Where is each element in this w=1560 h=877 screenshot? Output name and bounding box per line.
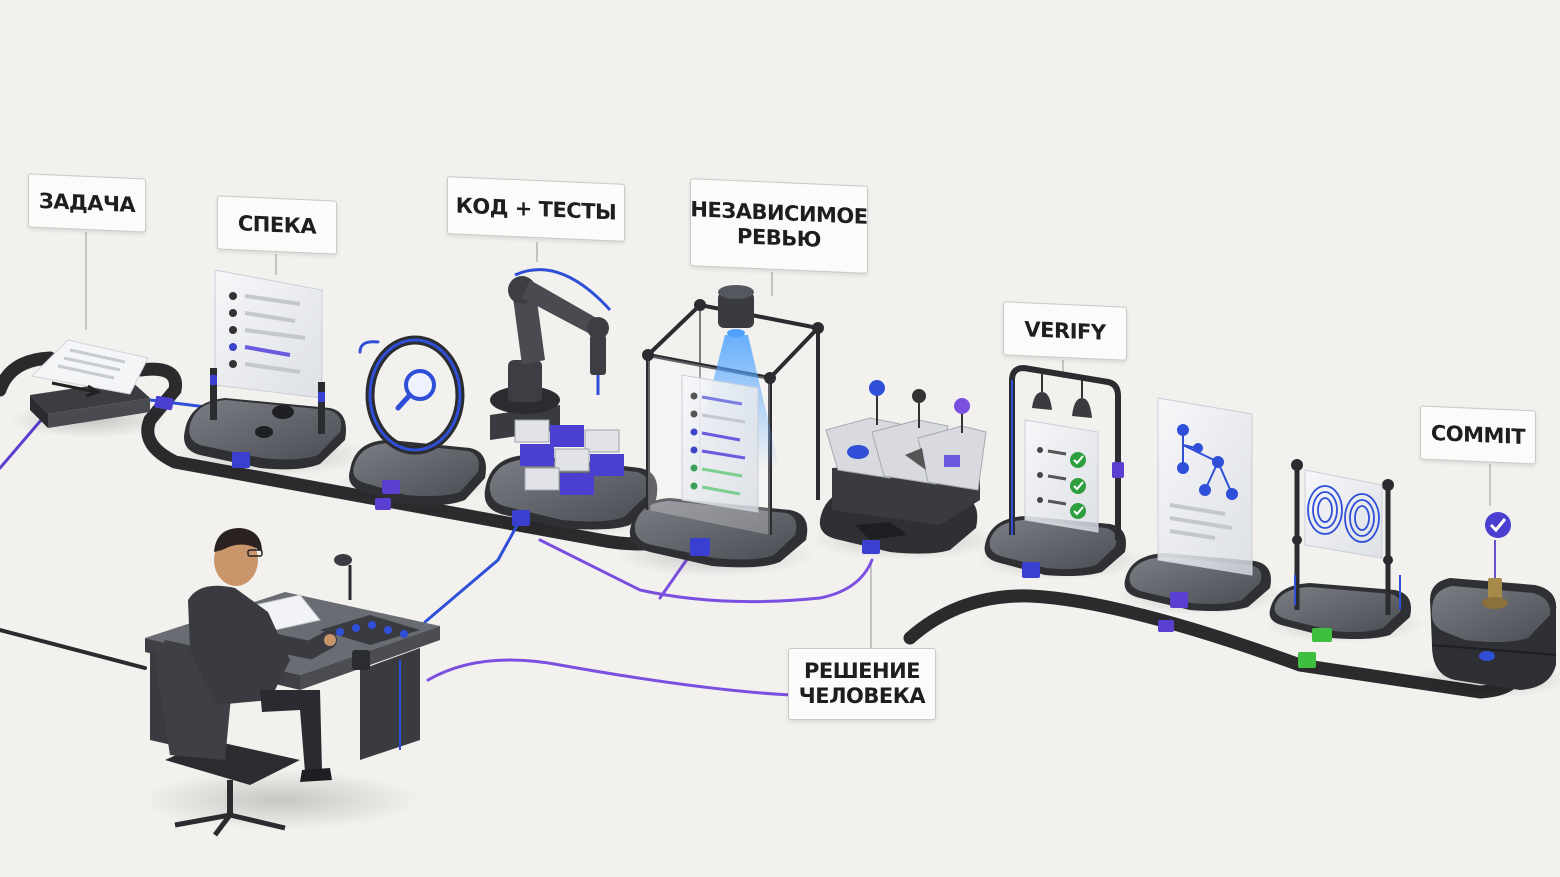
- stage-label-code-tests: КОД + ТЕСТЫ: [447, 176, 625, 242]
- camera-icon: [718, 285, 754, 337]
- stage-label-spec: СПЕКА: [217, 195, 337, 255]
- human-decision-label: РЕШЕНИЕ ЧЕЛОВЕКА: [788, 648, 936, 720]
- test-blocks: [514, 419, 624, 495]
- task-station: [30, 339, 174, 428]
- checklist-icon: [681, 374, 759, 513]
- stage-label-review: НЕЗАВИСИМОЕ РЕВЬЮ: [690, 178, 868, 274]
- tray-icon: [825, 417, 987, 491]
- commit-station: [1430, 512, 1557, 690]
- lamp-icon: [1032, 373, 1092, 418]
- verify-station: [984, 364, 1126, 578]
- spec-station: [184, 269, 346, 470]
- checkmark-icon: [1485, 512, 1511, 538]
- leader-lines: [85, 232, 1491, 648]
- magnifier-station: [349, 335, 486, 510]
- stage-label-task: ЗАДАЧА: [28, 173, 146, 233]
- stage-label-verify: VERIFY: [1003, 301, 1127, 361]
- tree-graph-icon: [1177, 424, 1238, 500]
- magnifier-icon: [395, 369, 436, 411]
- robot-arm-icon: [490, 268, 612, 440]
- fingerprint-icon: [1307, 485, 1380, 543]
- checkmark-icon: [1037, 447, 1086, 519]
- fingerprint-station: [1269, 459, 1411, 668]
- graph-station: [1124, 397, 1271, 632]
- spec-checklist: [229, 292, 306, 374]
- tray-station: [819, 380, 987, 554]
- operator-icon: [155, 528, 337, 837]
- code-station: [484, 268, 658, 530]
- document-icon: [30, 339, 149, 398]
- review-station: [629, 285, 824, 568]
- stage-label-commit: COMMIT: [1420, 405, 1536, 465]
